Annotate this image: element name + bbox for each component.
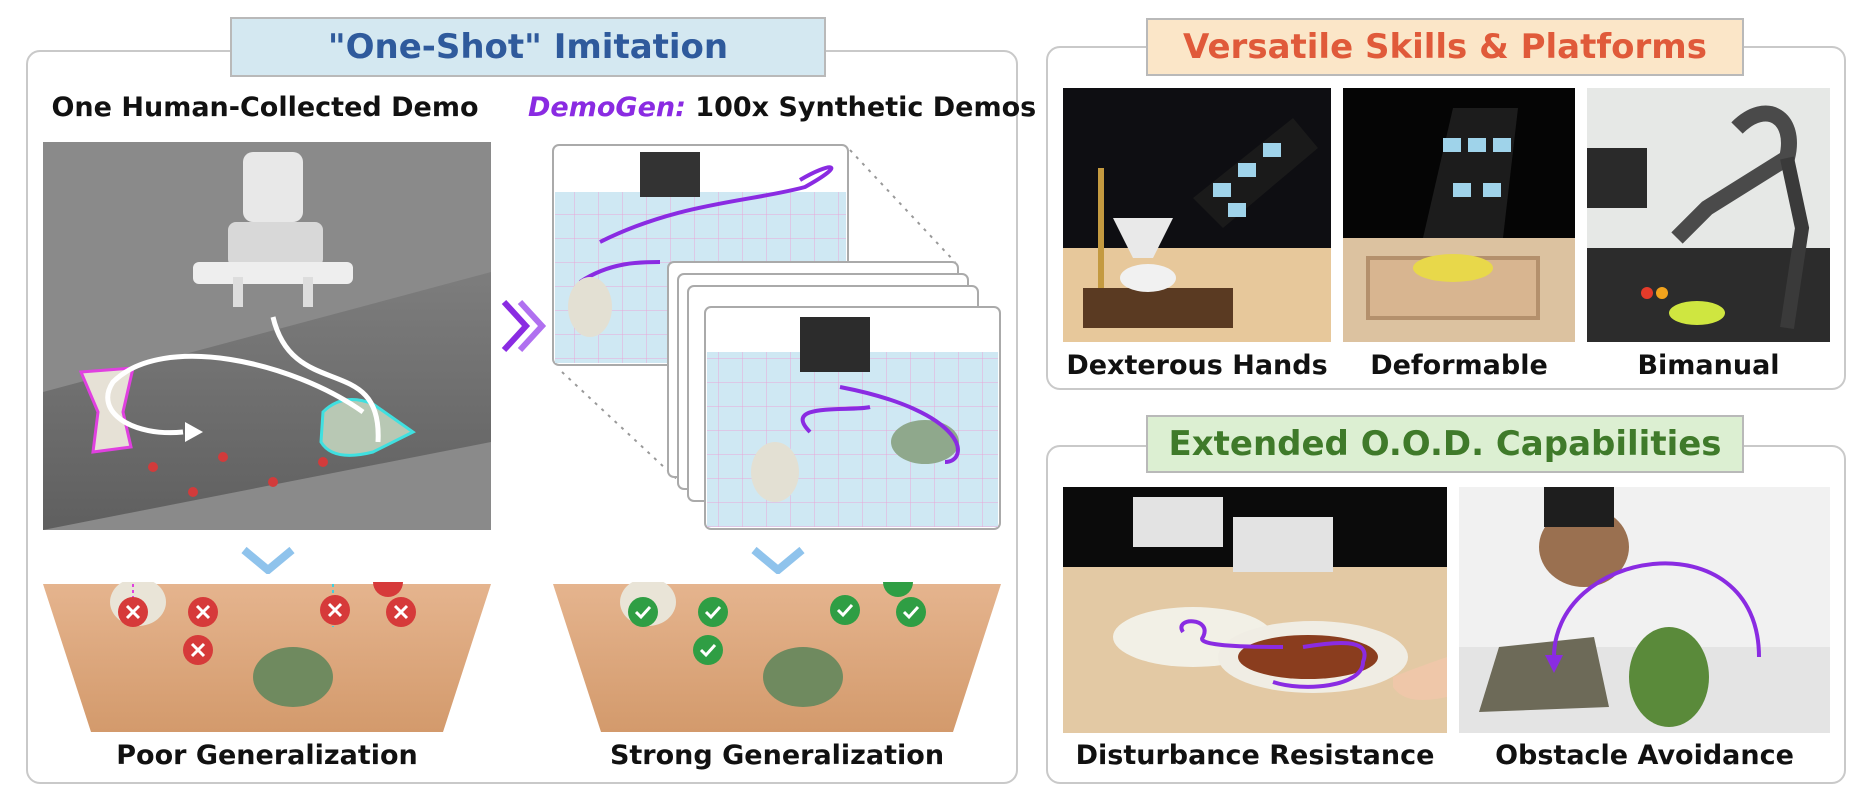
- source-demo-label: One Human-Collected Demo: [51, 92, 479, 123]
- chevron-down-icon: [240, 546, 296, 574]
- demo-trajectory: [105, 316, 381, 443]
- ood-label-obstacle: Obstacle Avoidance: [1495, 740, 1794, 771]
- double-chevron-right-icon: [498, 296, 546, 356]
- synthetic-demo-stack: [550, 142, 1005, 532]
- success-pin-icon: [628, 582, 926, 665]
- synthetic-frame-front: [704, 306, 1001, 530]
- dexterous-hands-photo: [1063, 88, 1331, 342]
- chevron-down-icon: [750, 546, 806, 574]
- flower-object: [319, 398, 416, 457]
- one-shot-title: "One-Shot" Imitation: [230, 17, 826, 77]
- synthetic-demos-label: DemoGen: 100x Synthetic Demos: [528, 92, 1036, 123]
- bimanual-photo: [1587, 88, 1830, 342]
- gripper-pointcloud: [193, 152, 353, 307]
- ood-label-disturbance: Disturbance Resistance: [1075, 740, 1435, 771]
- source-demo-scene: [43, 142, 491, 530]
- skills-title: Versatile Skills & Platforms: [1146, 18, 1744, 76]
- obstacle-avoidance-photo: [1459, 487, 1830, 733]
- ood-title: Extended O.O.D. Capabilities: [1146, 415, 1744, 473]
- synthetic-count: 100x Synthetic Demos: [685, 92, 1037, 123]
- poor-generalization-label: Poor Generalization: [116, 740, 418, 771]
- strong-generalization-label: Strong Generalization: [609, 740, 945, 771]
- deformable-photo: [1343, 88, 1575, 342]
- poor-generalization-table: [43, 582, 491, 734]
- skill-label-bimanual: Bimanual: [1637, 350, 1780, 381]
- strong-generalization-table: [553, 582, 1001, 734]
- disturbance-resistance-photo: [1063, 487, 1447, 733]
- demogen-brand: DemoGen:: [528, 92, 686, 123]
- skill-label-dexterous: Dexterous Hands: [1066, 350, 1328, 381]
- skill-label-deformable: Deformable: [1370, 350, 1548, 381]
